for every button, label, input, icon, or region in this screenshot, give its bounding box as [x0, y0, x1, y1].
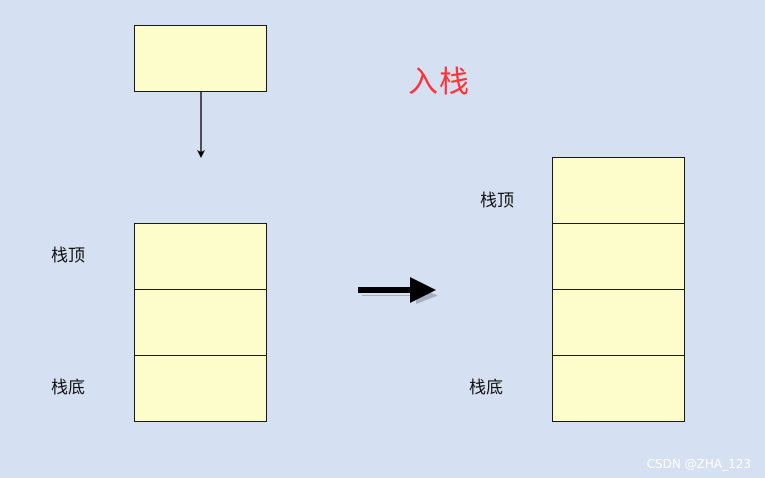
incoming-element	[134, 25, 267, 92]
transition-arrow	[358, 277, 438, 304]
left-stack-cell-top	[134, 223, 267, 290]
left-stack-cell-bottom	[134, 355, 267, 422]
right-stack-cell-bottom	[552, 355, 685, 422]
right-stack-top-label: 栈顶	[480, 191, 514, 211]
left-stack-top-label: 栈顶	[51, 246, 85, 266]
right-stack-cell-3	[552, 289, 685, 356]
right-stack-cell-top	[552, 157, 685, 224]
left-stack-bottom-label: 栈底	[51, 378, 85, 398]
diagram-title: 入栈	[408, 65, 470, 100]
right-stack-cell-2	[552, 223, 685, 290]
watermark: CSDN @ZHA_123	[646, 457, 751, 471]
right-stack-bottom-label: 栈底	[469, 378, 503, 398]
